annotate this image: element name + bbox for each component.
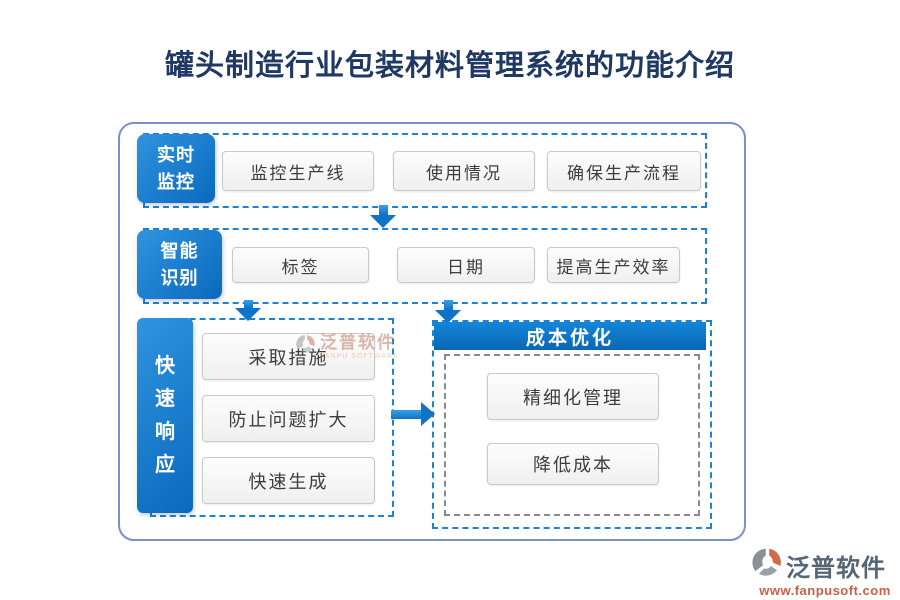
item-ensure-production-flow: 确保生产流程	[547, 151, 701, 191]
label-line: 识别	[160, 267, 199, 288]
arrow-right-icon	[391, 402, 435, 426]
arrow-down-icon	[370, 205, 396, 228]
label-line: 实时	[157, 144, 195, 165]
item-reduce-cost: 降低成本	[487, 443, 659, 485]
item-prevent-problem-expansion: 防止问题扩大	[202, 395, 375, 442]
header-cost-optimization: 成本优化	[434, 322, 706, 350]
item-improve-efficiency: 提高生产效率	[547, 247, 680, 283]
label-char: 应	[155, 454, 175, 476]
cost-optimization-inner-group	[444, 354, 700, 516]
label-smart-recognition: 智能 识别	[137, 230, 222, 299]
arrow-down-icon	[435, 300, 461, 323]
arrow-head	[235, 308, 261, 321]
page-title: 罐头制造行业包装材料管理系统的功能介绍	[164, 50, 735, 82]
item-fast-generation: 快速生成	[202, 457, 375, 504]
item-usage-status: 使用情况	[393, 151, 535, 191]
footer-brand: 泛普软件 www.fanpusoft.com	[752, 547, 898, 598]
label-fast-response: 快 速 响 应	[137, 318, 193, 513]
label-line: 监控	[157, 171, 195, 192]
label-char: 速	[155, 388, 175, 410]
item-monitor-production-line: 监控生产线	[222, 151, 374, 191]
footer-brand-url: www.fanpusoft.com	[759, 583, 891, 598]
fanpu-logo-icon	[752, 547, 783, 583]
arrow-stem	[378, 205, 388, 215]
arrow-down-icon	[235, 300, 261, 321]
footer-brand-name: 泛普软件	[786, 554, 886, 582]
item-label: 标签	[232, 247, 369, 283]
item-date: 日期	[397, 247, 535, 283]
arrow-head	[435, 310, 461, 323]
arrow-stem	[443, 300, 453, 310]
label-char: 快	[155, 355, 175, 377]
item-refined-management: 精细化管理	[487, 373, 659, 420]
arrow-head	[421, 402, 435, 426]
label-char: 响	[155, 421, 175, 443]
arrow-stem	[391, 409, 421, 419]
item-take-measures: 采取措施	[202, 333, 375, 380]
label-realtime-monitoring: 实时 监控	[137, 134, 215, 203]
arrow-stem	[243, 300, 253, 308]
arrow-head	[370, 215, 396, 228]
label-line: 智能	[160, 240, 199, 261]
